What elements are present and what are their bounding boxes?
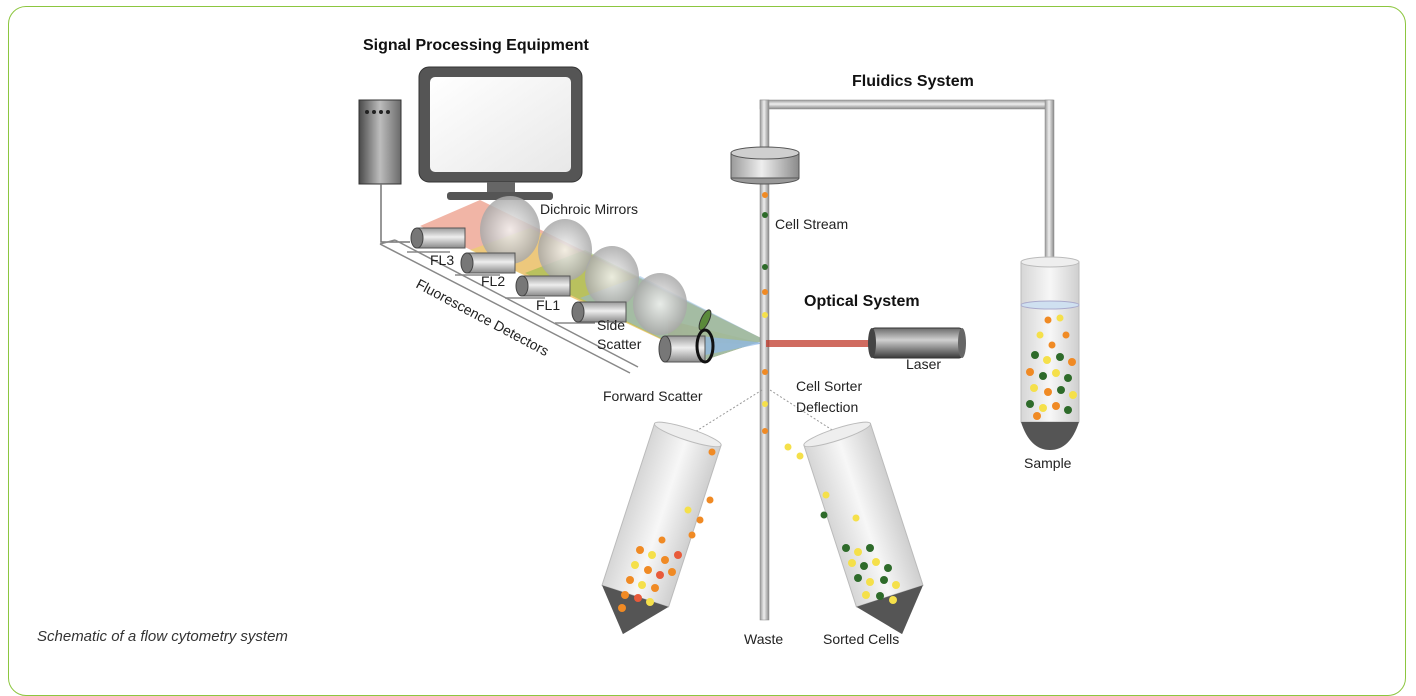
monitor-neck	[487, 182, 515, 194]
label-deflection: Deflection	[796, 399, 858, 415]
label-waste: Waste	[744, 631, 783, 647]
label-sorted-cells: Sorted Cells	[823, 631, 899, 647]
fluidics-tubing	[730, 99, 1055, 621]
mirror-1	[480, 196, 540, 264]
detector-side-scatter	[571, 301, 627, 323]
mirror-2	[538, 219, 592, 281]
figure-caption: Schematic of a flow cytometry system	[37, 628, 288, 645]
stream-cells	[762, 192, 768, 434]
forward-scatter-beam	[700, 336, 765, 356]
laser-body	[871, 327, 963, 359]
fluidics-top-pipe	[759, 99, 1054, 110]
mirror-3	[585, 246, 639, 308]
monitor-screen	[430, 77, 571, 172]
label-sample: Sample	[1024, 455, 1072, 471]
label-cell-sorter: Cell Sorter	[796, 378, 862, 394]
forward-scatter-lens	[695, 328, 715, 364]
detector-fl1	[515, 275, 571, 297]
right-tube-cells	[784, 443, 900, 604]
detector-platform	[379, 239, 639, 374]
collection-tube-right	[803, 421, 924, 635]
dichroic-mirrors	[480, 196, 712, 335]
label-fluidics-system: Fluidics System	[852, 73, 974, 90]
label-forward-scatter: Forward Scatter	[603, 388, 703, 404]
deflection-lines	[689, 389, 841, 436]
detector-fl3	[410, 227, 466, 249]
detector-forward-scatter	[658, 328, 715, 364]
mirror-4	[633, 273, 687, 335]
laser	[766, 327, 966, 359]
detectors	[410, 227, 715, 364]
label-side: Side	[597, 317, 625, 333]
signal-cable	[380, 184, 410, 243]
collection-tube-left	[601, 421, 722, 635]
sample-tube	[1020, 256, 1080, 450]
label-scatter: Scatter	[597, 336, 642, 352]
label-signal-processing: Signal Processing Equipment	[363, 37, 589, 54]
label-laser: Laser	[906, 356, 941, 372]
label-optical-system: Optical System	[804, 293, 920, 310]
label-fl3: FL3	[430, 252, 454, 268]
monitor-base	[447, 192, 553, 200]
label-dichroic-mirrors: Dichroic Mirrors	[540, 201, 638, 217]
flow-cytometry-diagram: Signal Processing Equipment Fluidics Sys…	[358, 37, 1080, 647]
label-fl1: FL1	[536, 297, 560, 313]
left-tube-cells	[618, 448, 716, 612]
processing-box	[358, 99, 402, 185]
processing-box-ports	[365, 110, 390, 114]
sample-cells	[1026, 314, 1077, 420]
laser-beam	[766, 340, 874, 347]
signal-processing-equipment	[358, 66, 583, 243]
cell-stream-pipe	[759, 99, 770, 621]
filter-disc	[698, 309, 712, 331]
label-cell-stream: Cell Stream	[775, 216, 848, 232]
label-fl2: FL2	[481, 273, 505, 289]
detector-fl2	[460, 252, 516, 274]
